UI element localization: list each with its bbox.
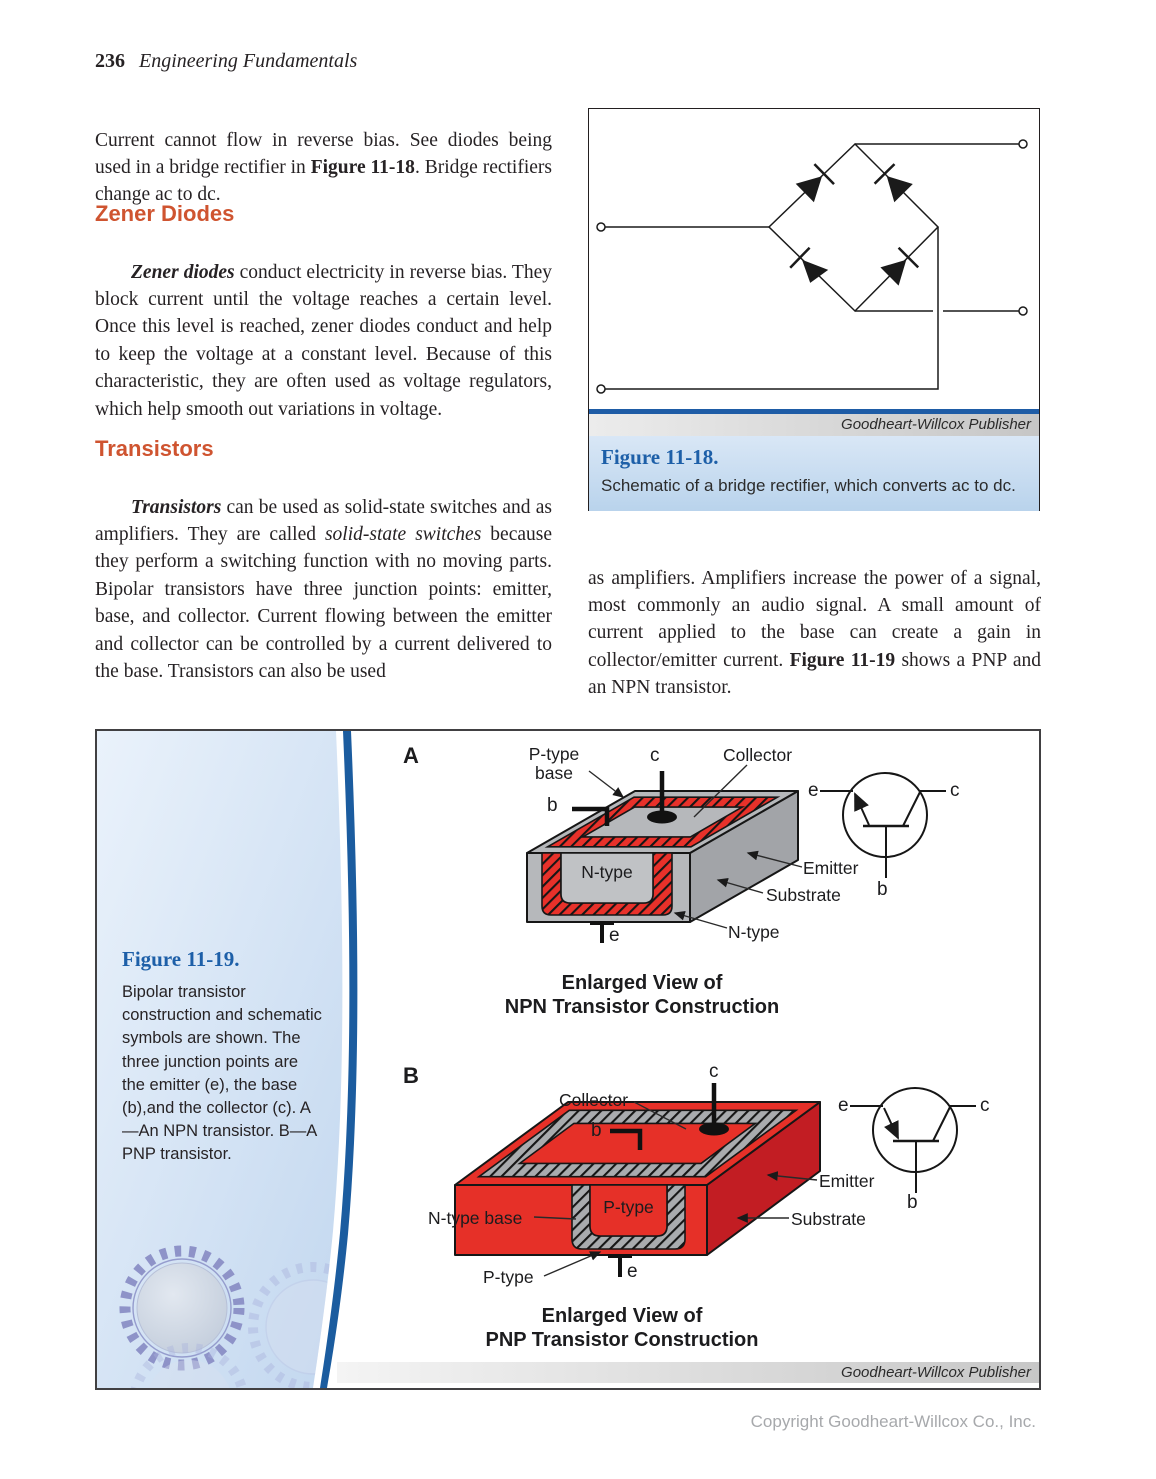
publisher-credit: Goodheart-Willcox Publisher (337, 1362, 1039, 1383)
label-npn-collector: Collector (723, 745, 793, 765)
figure-11-19: Figure 11-19. Bipolar transistor constru… (95, 729, 1041, 1390)
bridge-rectifier-schematic (596, 139, 1028, 394)
label-npn-n-type-inner: N-type (581, 862, 633, 882)
terminal-circles (596, 139, 1028, 394)
gear-icon (129, 1343, 249, 1388)
label-npn-e: e (609, 925, 620, 946)
label-pnp-e: e (627, 1261, 638, 1282)
panel-a-label: A (403, 743, 419, 768)
panel-b-label: B (403, 1063, 419, 1088)
label-npn-emitter: Emitter (803, 858, 859, 878)
heading-zener-diodes: Zener Diodes (95, 201, 235, 226)
npn-collector-contact (647, 810, 677, 824)
label-npn-symbol-e: e (808, 780, 819, 801)
label-npn-n-type: N-type (728, 922, 780, 942)
figure-11-19-title: Figure 11-19. (122, 947, 240, 971)
page-header: 236 Engineering Fundamentals (95, 50, 357, 73)
label-pnp-b: b (591, 1120, 602, 1141)
figure-11-18-title: Figure 11-18. (601, 445, 719, 469)
page-number: 236 (95, 50, 125, 72)
pnp-leads (608, 1083, 717, 1277)
label-pnp-n-type-base: N-type base (428, 1208, 523, 1228)
npn-symbol (820, 772, 946, 878)
npn-leads (572, 771, 665, 943)
label-pnp-p-type-inner: P-type (603, 1197, 654, 1217)
label-pnp-symbol-e: e (838, 1095, 849, 1116)
npn-n-type-region (560, 852, 654, 904)
paragraph-reverse-bias: Current cannot flow in reverse bias. See… (95, 129, 552, 206)
label-p-type-base: P-type base (528, 744, 580, 783)
book-title: Engineering Fundamentals (139, 50, 358, 72)
pnp-symbol (850, 1087, 976, 1193)
pnp-collector-contact (699, 1122, 729, 1136)
label-pnp-substrate: Substrate (791, 1209, 866, 1229)
label-npn-symbol-b: b (877, 879, 888, 900)
figure-caption-box: Figure 11-18. Schematic of a bridge rect… (589, 436, 1039, 511)
pnp-view-caption: Enlarged View of PNP Transistor Construc… (485, 1305, 759, 1351)
paragraph-amplifiers: as amplifiers. Amplifiers increase the p… (588, 567, 1041, 699)
heading-transistors: Transistors (95, 436, 214, 461)
sidebar-curve-stripe (320, 731, 358, 1388)
npn-leader-lines (588, 764, 803, 929)
paragraph-transistors: Transistors can be used as solid-state s… (95, 496, 552, 682)
label-npn-symbol-c: c (950, 780, 960, 801)
gear-icon (119, 1245, 245, 1371)
diode-triangles (795, 176, 913, 286)
label-pnp-emitter: Emitter (819, 1171, 875, 1191)
label-pnp-collector: Collector (559, 1090, 629, 1110)
label-pnp-symbol-c: c (980, 1095, 990, 1116)
transistor-diagrams (97, 731, 976, 1388)
label-npn-substrate: Substrate (766, 885, 841, 905)
figure-blue-bar (589, 409, 1039, 414)
diode-cathode-bars (789, 163, 920, 269)
npn-view-caption: Enlarged View of NPN Transistor Construc… (504, 972, 780, 1018)
figure-11-18: Goodheart-Willcox Publisher Figure 11-18… (588, 108, 1040, 511)
figure-11-19-caption: Bipolar transistor construction and sche… (122, 983, 322, 1164)
label-pnp-c: c (709, 1061, 719, 1082)
pnp-p-type-region (589, 1184, 668, 1237)
pnp-leader-lines (533, 1101, 818, 1277)
bridge-diamond (767, 142, 940, 313)
copyright-footer: Copyright Goodheart-Willcox Co., Inc. (750, 1412, 1036, 1431)
paragraph-zener: Zener diodes conduct electricity in reve… (95, 261, 552, 420)
figure-11-18-caption: Schematic of a bridge rectifier, which c… (601, 476, 1016, 495)
pnp-n-base-ring (476, 1109, 799, 1178)
label-npn-c: c (650, 745, 660, 766)
publisher-credit: Goodheart-Willcox Publisher (589, 414, 1039, 436)
sidebar-background (97, 731, 343, 1388)
label-pnp-p-type: P-type (483, 1267, 534, 1287)
label-pnp-symbol-b: b (907, 1192, 918, 1213)
wire-ac-right (605, 227, 939, 390)
label-npn-b: b (547, 795, 558, 816)
